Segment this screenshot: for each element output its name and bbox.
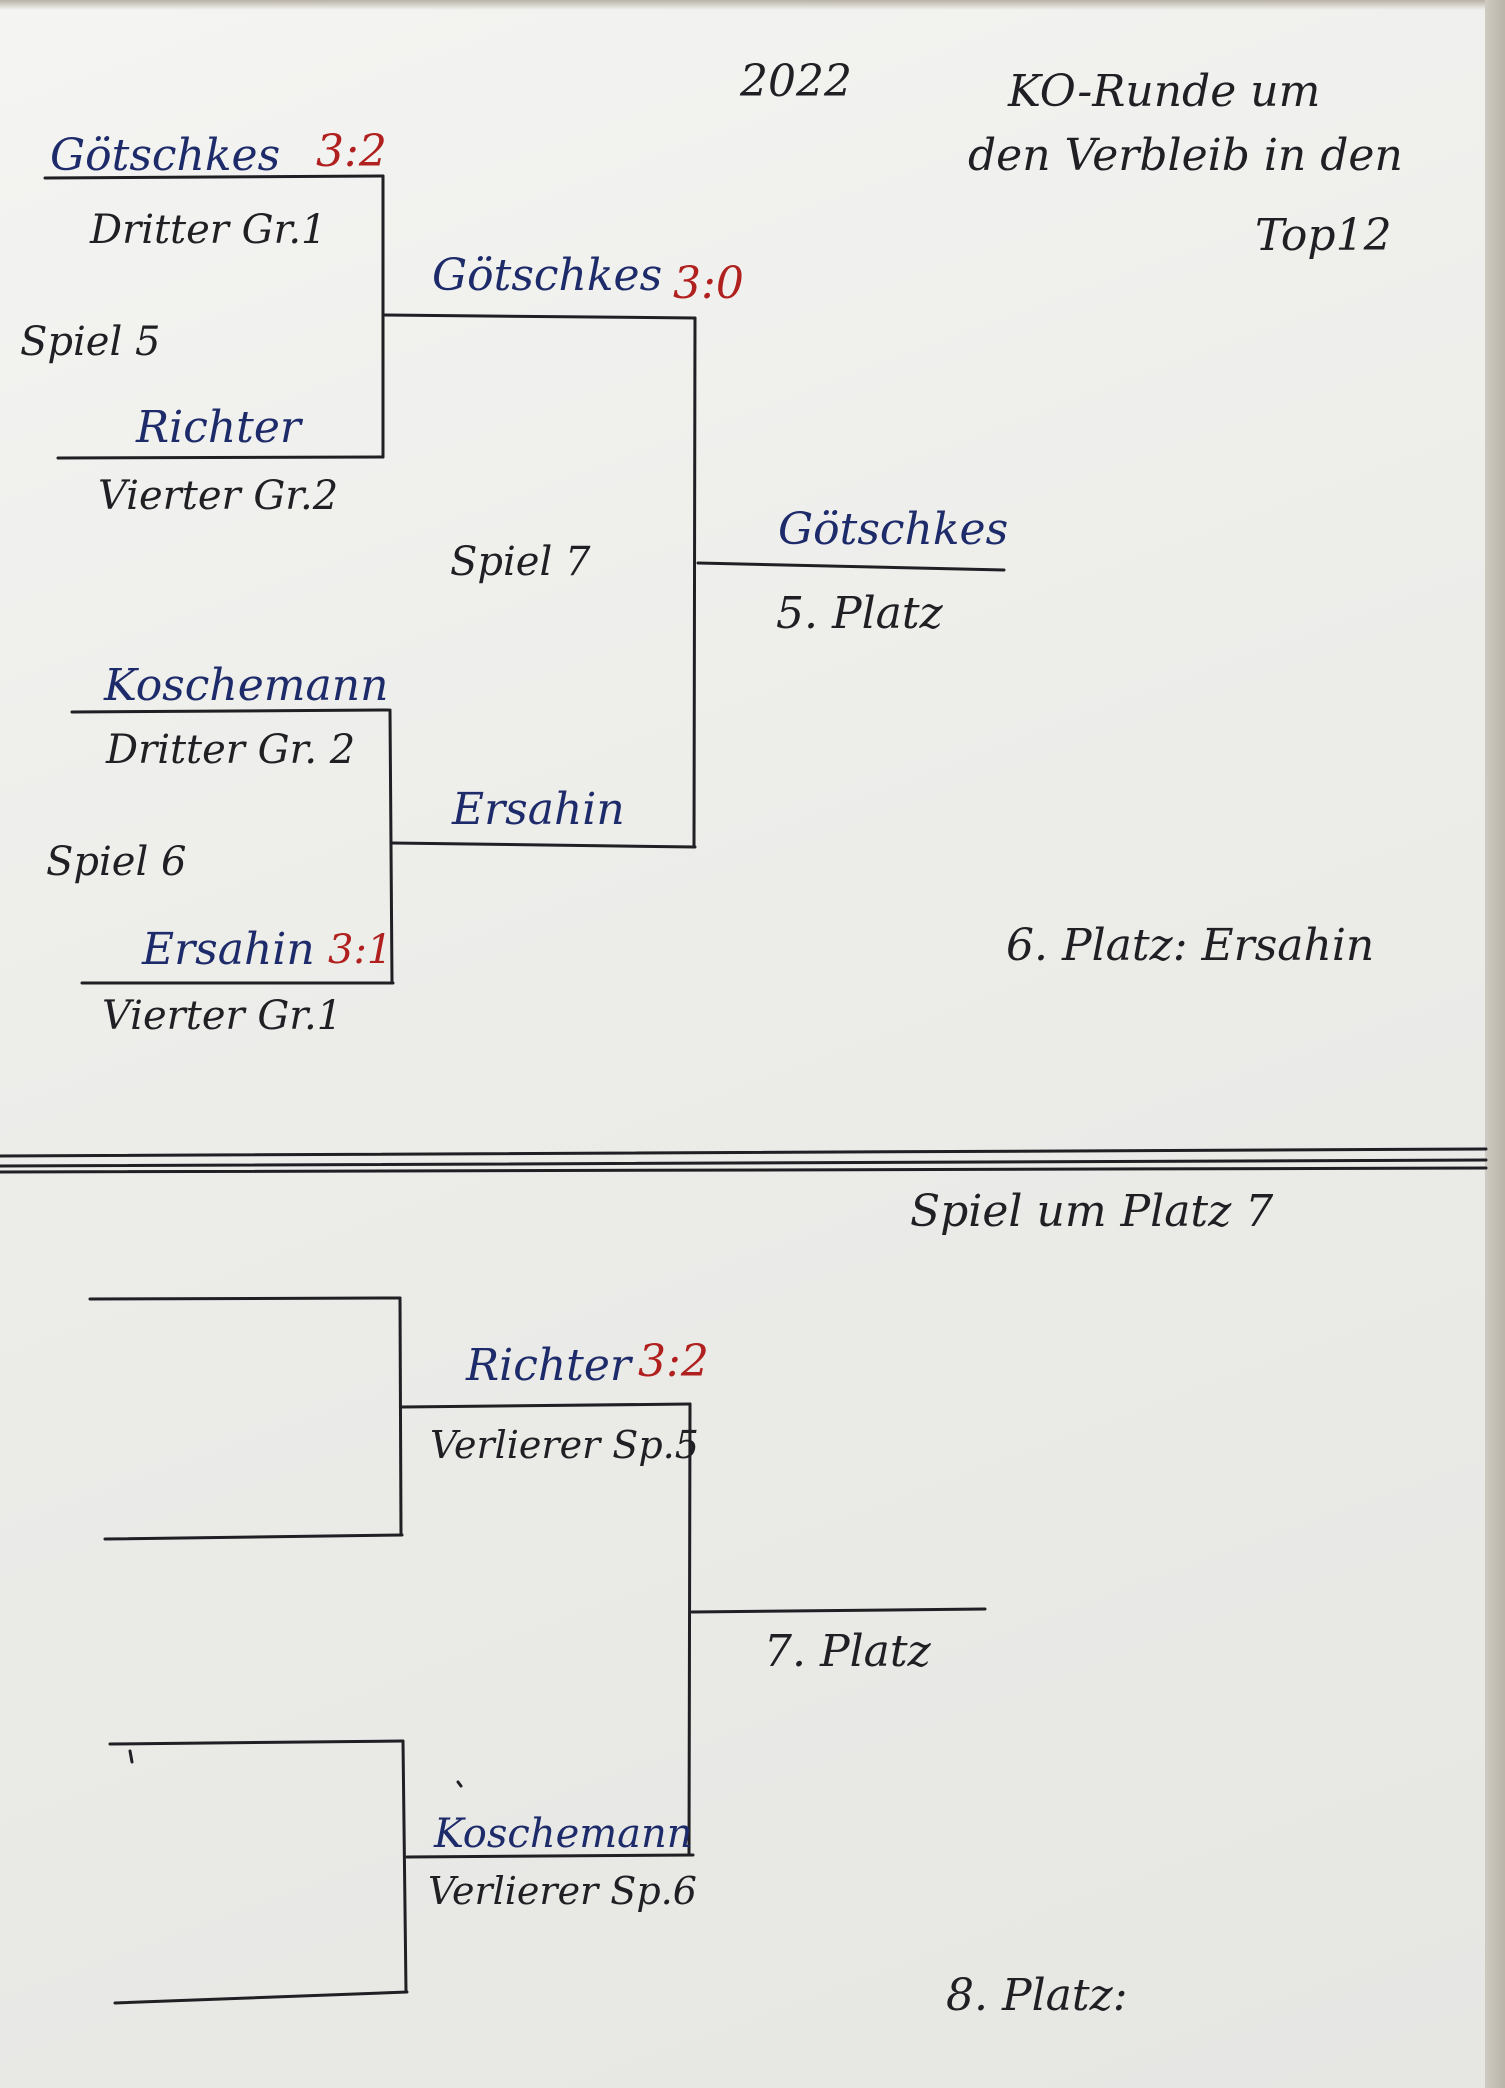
ink-tick-1 xyxy=(128,1749,134,1764)
line-l3-out xyxy=(690,1607,987,1614)
g6-slot2-name: Ersahin xyxy=(142,924,315,975)
g6-slot1-name: Koschemann xyxy=(104,660,389,711)
line-l1-out xyxy=(400,1402,692,1409)
title-line-2: den Verbleib in den xyxy=(968,130,1403,181)
g5-slot1-score: 3:2 xyxy=(316,126,387,177)
lower-slot2-seed: Verlierer Sp.6 xyxy=(428,1869,697,1913)
line-g7-vertical xyxy=(692,316,697,849)
line-g6-slot1 xyxy=(70,708,390,714)
line-g5-slot2 xyxy=(56,455,385,460)
line-l1-bottom xyxy=(103,1533,404,1541)
g5-slot2-seed: Vierter Gr.2 xyxy=(98,473,339,519)
g7-label: Spiel 7 xyxy=(450,539,591,585)
eighth-place-label: 8. Platz: xyxy=(946,1970,1128,2021)
paper-top-shadow xyxy=(0,0,1505,10)
divider-line-1 xyxy=(0,1147,1488,1158)
seventh-place-label: 7. Platz xyxy=(764,1626,931,1677)
g6-slot2-score: 3:1 xyxy=(328,927,393,973)
g7-slot1-score: 3:0 xyxy=(673,258,744,309)
title-line-3: Top12 xyxy=(1255,210,1392,261)
lower-slot1-name: Richter xyxy=(466,1340,631,1391)
line-l1-vertical xyxy=(398,1296,403,1537)
line-g5-slot1 xyxy=(43,174,385,180)
g5-label: Spiel 5 xyxy=(20,319,161,365)
g6-slot2-seed: Vierter Gr.1 xyxy=(102,993,343,1039)
lower-slot1-score: 3:2 xyxy=(638,1336,709,1387)
line-g7-out xyxy=(696,561,1006,572)
divider-line-3 xyxy=(0,1166,1488,1174)
lower-slot2-name: Koschemann xyxy=(434,1811,693,1857)
divider-line-2 xyxy=(0,1158,1488,1168)
line-g6-vertical xyxy=(388,708,394,985)
g6-label: Spiel 6 xyxy=(46,839,187,885)
g6-slot1-seed: Dritter Gr. 2 xyxy=(106,727,356,773)
lower-slot1-seed: Verlierer Sp.5 xyxy=(430,1423,699,1467)
g5-slot2-name: Richter xyxy=(136,402,301,453)
g5-slot1-seed: Dritter Gr.1 xyxy=(90,207,327,253)
line-l2-top xyxy=(108,1739,404,1746)
line-l1-top xyxy=(88,1296,402,1301)
ink-tick-2 xyxy=(456,1780,463,1788)
line-g6-out xyxy=(390,841,697,849)
year-label: 2022 xyxy=(740,56,852,107)
fifth-place-label: 5. Platz xyxy=(776,588,943,639)
line-l3-vertical xyxy=(687,1402,692,1857)
line-l2-out xyxy=(405,1853,695,1859)
g5-slot1-name: Götschkes xyxy=(50,130,281,181)
line-l2-vertical xyxy=(401,1739,408,1994)
g7-slot2-name: Ersahin xyxy=(452,784,625,835)
line-g5-out xyxy=(383,313,697,320)
g7-slot1-name: Götschkes xyxy=(432,250,663,301)
lower-title: Spiel um Platz 7 xyxy=(910,1186,1274,1237)
sixth-place-label: 6. Platz: Ersahin xyxy=(1006,920,1375,971)
upper-winner-name: Götschkes xyxy=(778,504,1009,555)
paper-right-edge xyxy=(1485,0,1505,2088)
title-line-1: KO-Runde um xyxy=(1008,66,1321,117)
line-l2-bottom xyxy=(113,1990,409,2005)
